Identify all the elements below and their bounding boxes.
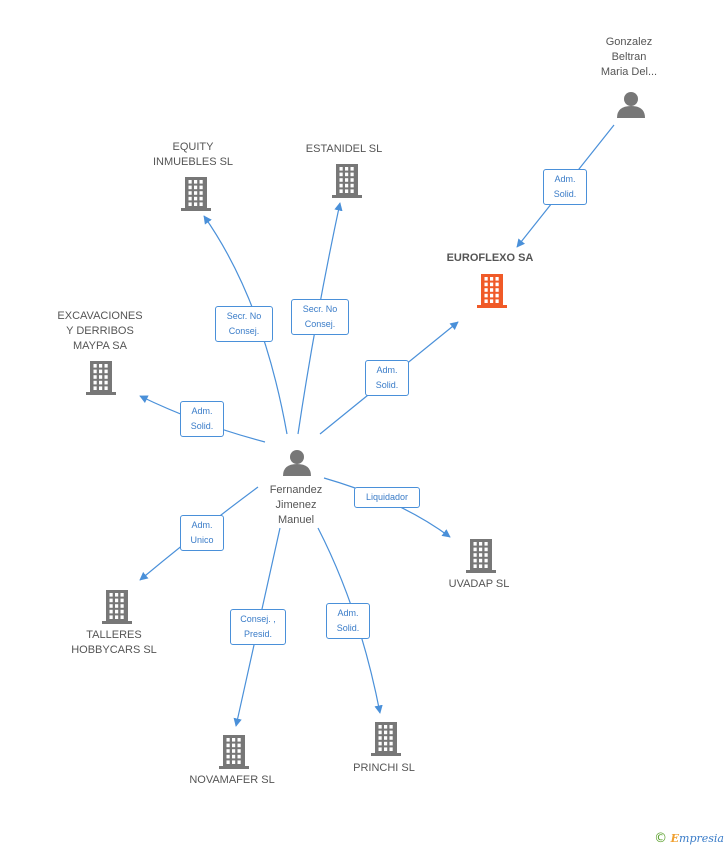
edge-label-fernandez-novamafer[interactable]: Consej. , Presid. [230, 608, 286, 645]
node-label-fernandez[interactable]: Fernandez Jimenez Manuel [269, 483, 323, 526]
node-label-uvadap[interactable]: UVADAP SL [448, 577, 510, 590]
edge-label-fernandez-estanidel[interactable]: Secr. No Consej. [291, 298, 349, 335]
node-label-excavaciones[interactable]: EXCAVACIONES Y DERRIBOS MAYPA SA [57, 309, 143, 352]
node-label-princhi[interactable]: PRINCHI SL [353, 761, 415, 774]
brand-initial: E [670, 832, 680, 845]
edge-label-fernandez-talleres[interactable]: Adm. Unico [180, 514, 224, 551]
building-icon-equity[interactable] [181, 177, 211, 211]
edge-label-fernandez-excavaciones[interactable]: Adm. Solid. [180, 400, 224, 437]
building-icon-estanidel[interactable] [332, 164, 362, 198]
building-icon-excavaciones[interactable] [86, 361, 116, 395]
edge-label-fernandez-euroflexo[interactable]: Adm. Solid. [365, 359, 409, 396]
edge-label-fernandez-princhi[interactable]: Adm. Solid. [326, 602, 370, 639]
node-label-equity[interactable]: EQUITY INMUEBLES SL [152, 141, 234, 168]
edge-label-fernandez-uvadap[interactable]: Liquidador [354, 487, 420, 508]
node-label-gonzalez[interactable]: Gonzalez Beltran Maria Del... [600, 35, 658, 78]
building-icon-uvadap[interactable] [466, 539, 496, 573]
node-label-euroflexo[interactable]: EUROFLEXO SA [446, 251, 534, 264]
node-label-talleres[interactable]: TALLERES HOBBYCARS SL [71, 629, 157, 656]
person-icon-gonzalez[interactable] [617, 92, 645, 118]
brand-text: mpresia [679, 832, 724, 845]
empresia-logo: © Empresia [654, 831, 724, 846]
node-label-novamafer[interactable]: NOVAMAFER SL [189, 773, 275, 786]
building-icon-talleres[interactable] [102, 590, 132, 624]
node-label-estanidel[interactable]: ESTANIDEL SL [305, 142, 383, 155]
edge-label-gonzalez-euroflexo[interactable]: Adm. Solid. [543, 168, 587, 205]
edge-label-fernandez-equity[interactable]: Secr. No Consej. [215, 305, 273, 342]
person-icon-fernandez[interactable] [283, 450, 311, 476]
building-icon-novamafer[interactable] [219, 735, 249, 769]
building-icon-euroflexo[interactable] [477, 274, 507, 308]
copyright-icon: © [654, 831, 668, 846]
building-icon-princhi[interactable] [371, 722, 401, 756]
